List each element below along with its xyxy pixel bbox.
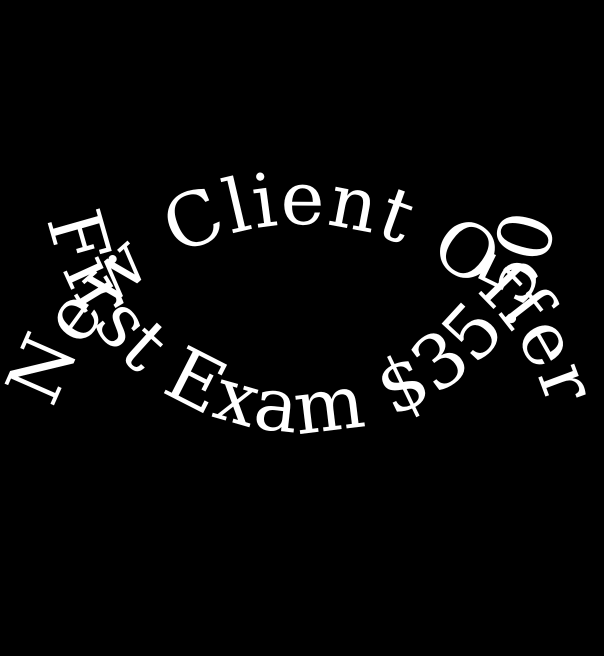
- circular-text-badge: New Client Offer First Exam $35.50: [0, 0, 604, 656]
- badge-svg-canvas: New Client Offer First Exam $35.50: [0, 0, 604, 656]
- background-fill: [0, 0, 604, 656]
